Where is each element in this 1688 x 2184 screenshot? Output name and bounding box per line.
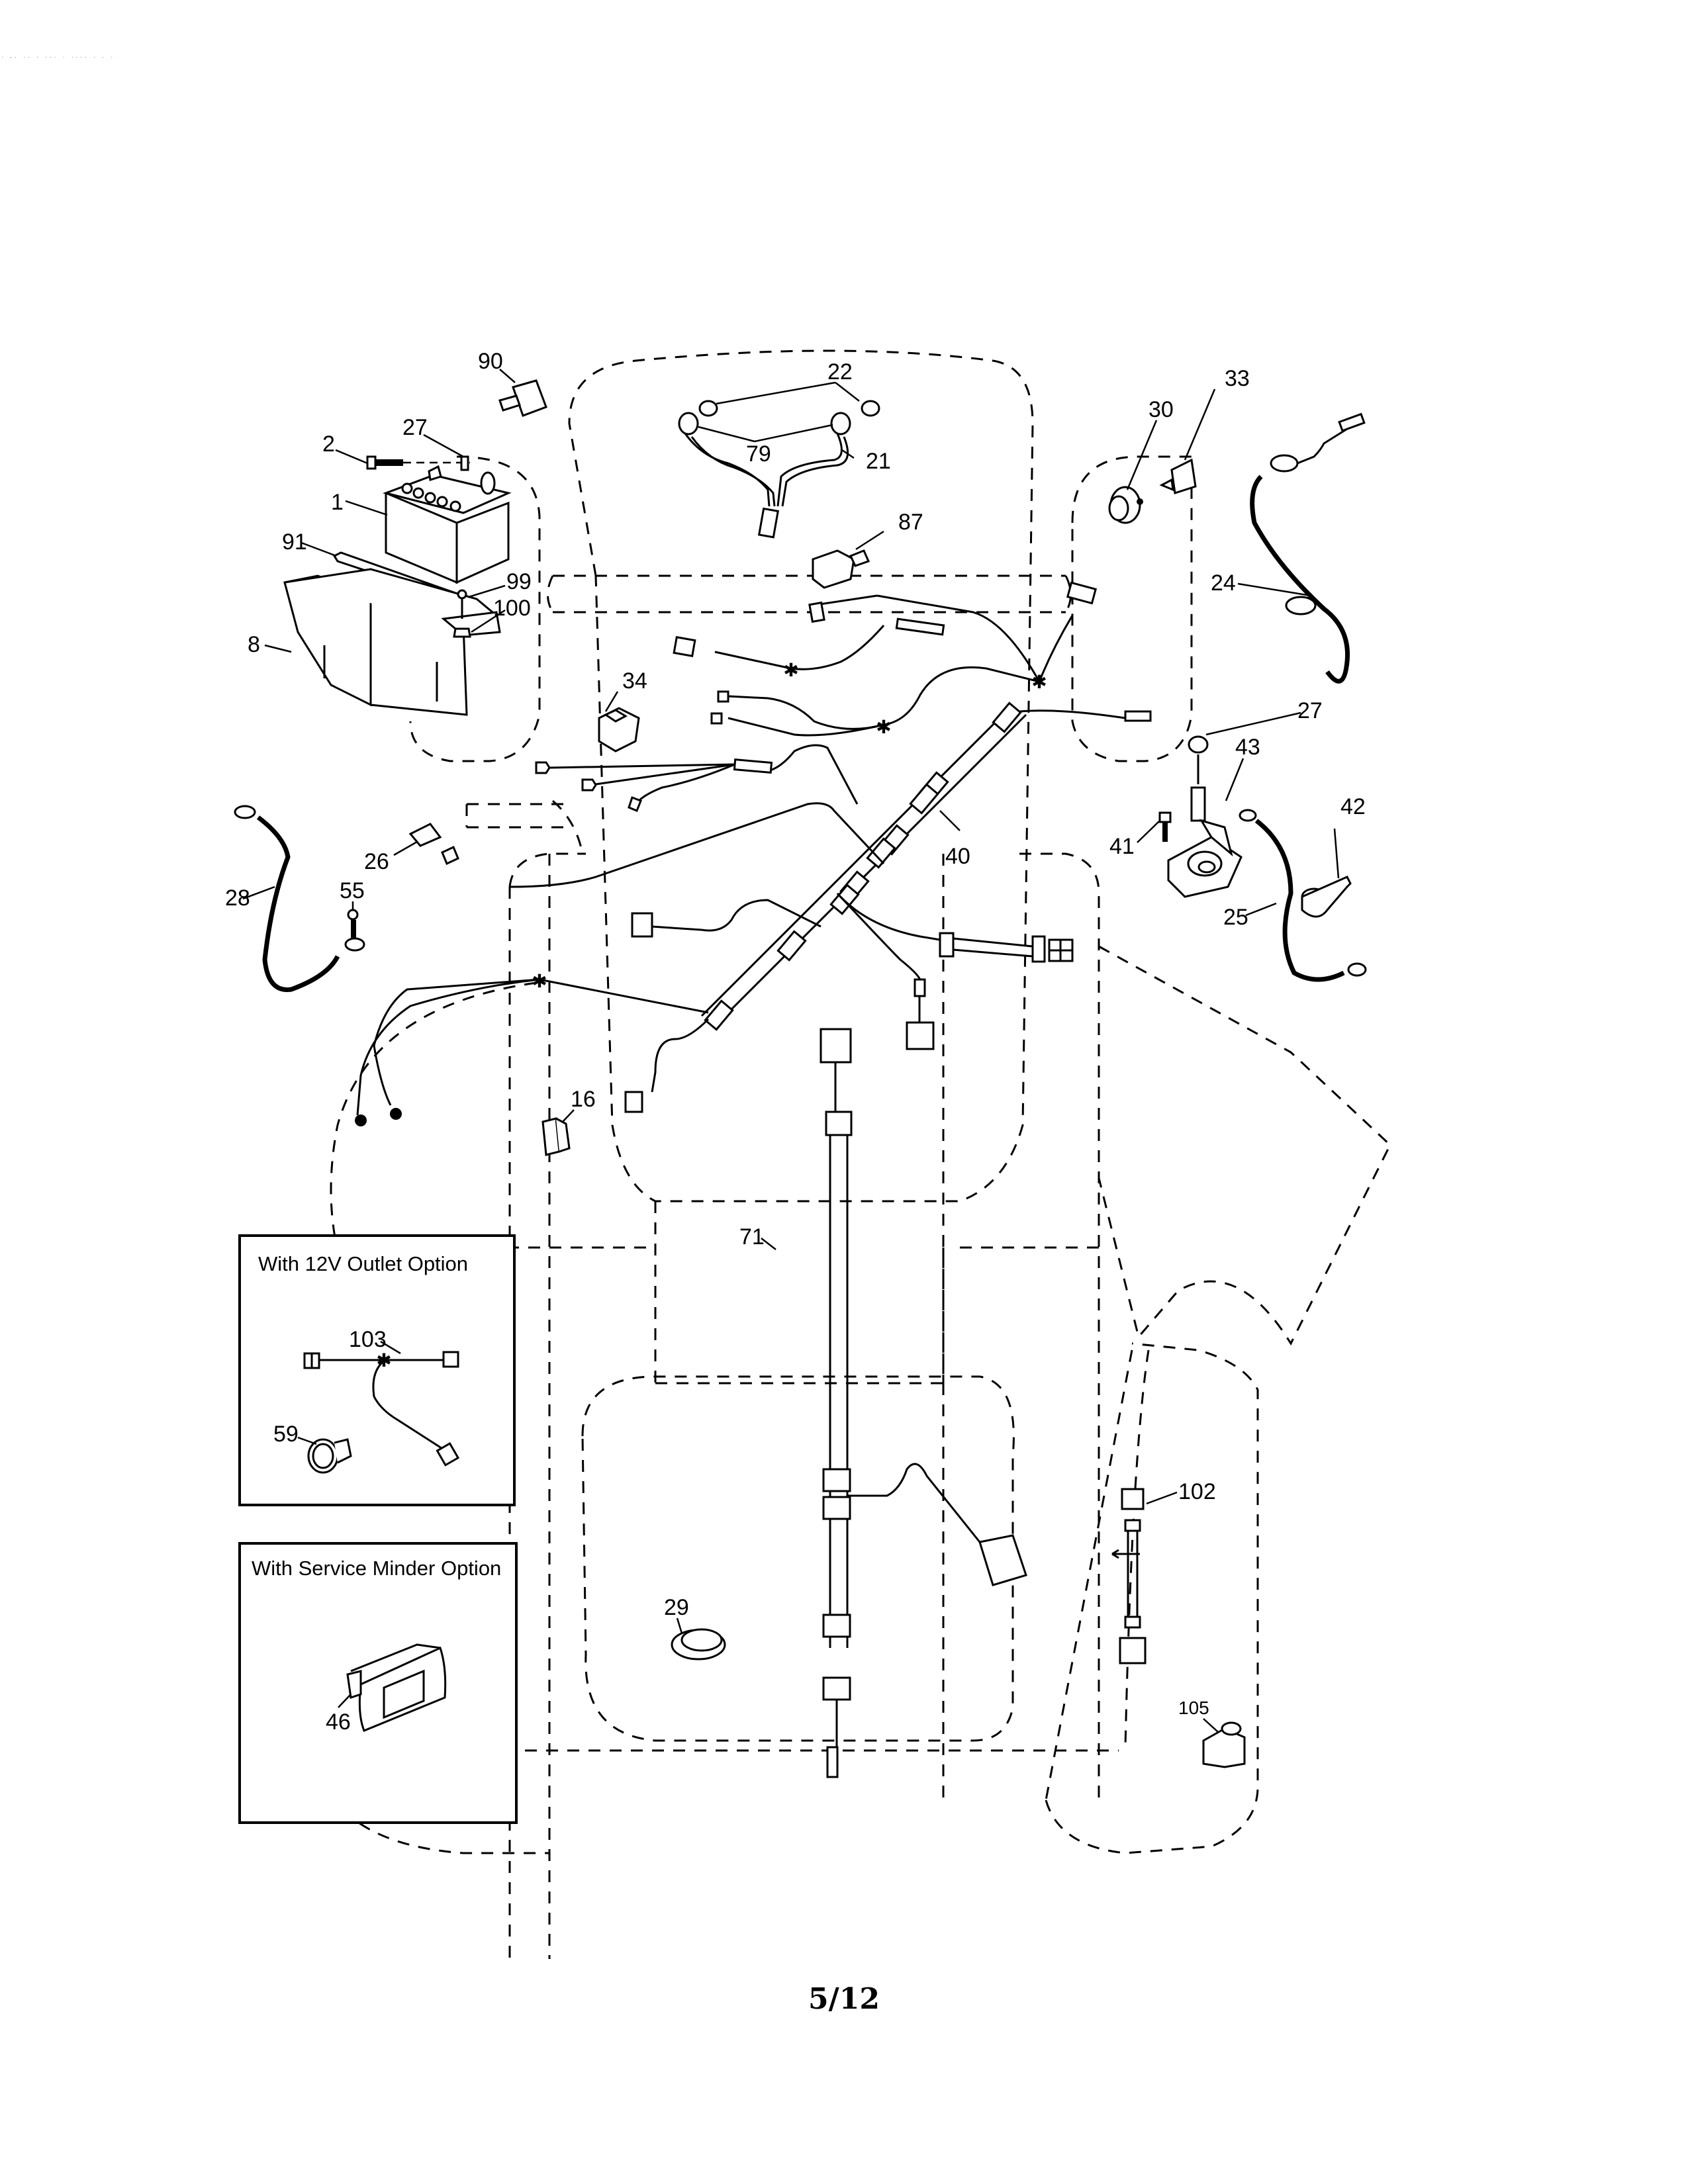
part-59-12v-outlet[interactable]: [307, 1438, 352, 1474]
callout-labels: 90 2 27 1 91 8 99 100 22 79 21 87 30 33 …: [225, 349, 1366, 1735]
callout-27-battery[interactable]: 27: [402, 415, 428, 440]
inset-title-service-minder: With Service Minder Option: [252, 1557, 501, 1580]
callout-16[interactable]: 16: [571, 1087, 596, 1112]
svg-text:✱: ✱: [532, 971, 547, 991]
callout-99[interactable]: 99: [506, 569, 532, 594]
callout-79[interactable]: 79: [746, 441, 771, 467]
part-21-headlight-harness[interactable]: [684, 433, 849, 539]
callout-8[interactable]: 8: [248, 632, 260, 657]
callout-90[interactable]: 90: [478, 349, 503, 374]
callout-30[interactable]: 30: [1149, 397, 1174, 422]
inset-12v-outlet: With 12V Outlet Option ✱: [238, 1234, 516, 1506]
part-100-nut[interactable]: [453, 627, 471, 638]
callout-24[interactable]: 24: [1211, 570, 1236, 596]
callout-21[interactable]: 21: [866, 449, 891, 474]
inset-title-12v: With 12V Outlet Option: [258, 1252, 468, 1275]
part-2-bolt[interactable]: [366, 455, 403, 470]
callout-100[interactable]: 100: [493, 596, 531, 621]
part-40-main-wire-harness[interactable]: ✱ ✱ ✱: [355, 581, 1152, 1126]
part-28-battery-cable[interactable]: [234, 805, 365, 992]
part-90-interlock-switch[interactable]: [498, 379, 547, 417]
part-8-battery-tray[interactable]: [283, 568, 501, 716]
callout-2[interactable]: 2: [322, 432, 335, 457]
page-number: 5/12: [808, 1982, 880, 2016]
callout-40[interactable]: 40: [945, 844, 970, 869]
part-34-light-switch[interactable]: [598, 707, 640, 752]
part-29-grommet[interactable]: [671, 1628, 726, 1661]
headlight-group: [678, 400, 880, 589]
callout-26[interactable]: 26: [364, 849, 389, 874]
scan-artifact: . ,. .. . ... . .... . . .: [1, 54, 115, 59]
callout-42[interactable]: 42: [1340, 794, 1366, 819]
part-26-fuse[interactable]: [408, 823, 459, 866]
part-25-battery-cable[interactable]: [1239, 809, 1367, 982]
part-30-ignition-switch[interactable]: [1108, 486, 1143, 524]
solenoid-group: [1158, 735, 1367, 982]
callout-22[interactable]: 22: [827, 359, 853, 385]
callout-43[interactable]: 43: [1235, 735, 1260, 760]
callout-103[interactable]: 103: [349, 1327, 387, 1352]
callout-102[interactable]: 102: [1178, 1479, 1216, 1504]
inset-service-minder: With Service Minder Option: [238, 1542, 518, 1824]
battery-group: [283, 379, 547, 716]
part-99-bolt[interactable]: [457, 589, 467, 619]
part-42-terminal-boot[interactable]: [1301, 876, 1352, 918]
callout-34[interactable]: 34: [622, 668, 647, 694]
callout-33[interactable]: 33: [1225, 366, 1250, 391]
callout-41[interactable]: 41: [1109, 834, 1135, 859]
callout-105[interactable]: 105: [1178, 1698, 1209, 1718]
part-87-interlock-switch[interactable]: [812, 549, 870, 589]
ignition-group: [1108, 412, 1366, 684]
part-105-seat-switch[interactable]: [1202, 1721, 1246, 1768]
callout-91[interactable]: 91: [282, 529, 307, 555]
part-24-ground-cable[interactable]: [1250, 412, 1366, 684]
callout-87[interactable]: 87: [898, 510, 923, 535]
part-103-12v-harness[interactable]: ✱: [303, 1350, 460, 1467]
callout-46[interactable]: 46: [326, 1709, 351, 1735]
callout-71[interactable]: 71: [739, 1224, 765, 1250]
callout-1[interactable]: 1: [331, 490, 344, 515]
callout-29[interactable]: 29: [664, 1595, 689, 1620]
callout-28[interactable]: 28: [225, 886, 250, 911]
callout-55[interactable]: 55: [340, 878, 365, 903]
part-43-solenoid[interactable]: [1167, 786, 1243, 898]
part-46-service-minder[interactable]: [346, 1643, 447, 1732]
part-1-battery[interactable]: [383, 465, 512, 584]
callout-25[interactable]: 25: [1223, 905, 1248, 930]
part-27-nut[interactable]: [460, 455, 469, 471]
part-16-relay[interactable]: [541, 1117, 571, 1156]
part-71-rear-wire-harness[interactable]: [820, 1028, 1027, 1778]
callout-27-solenoid[interactable]: 27: [1297, 698, 1323, 723]
leader-lines: [242, 369, 1340, 1733]
callout-59[interactable]: 59: [273, 1422, 299, 1447]
part-27-nut[interactable]: [1188, 735, 1209, 754]
part-41-bolt[interactable]: [1158, 811, 1172, 842]
svg-text:✱: ✱: [876, 717, 891, 737]
part-33-key[interactable]: [1159, 458, 1197, 494]
part-79-headlight-socket[interactable]: [678, 412, 851, 435]
part-55-screw[interactable]: [347, 909, 359, 938]
part-102-harness-extension[interactable]: [1111, 1488, 1147, 1664]
svg-text:✱: ✱: [1031, 672, 1047, 692]
svg-text:✱: ✱: [783, 660, 798, 680]
part-22-bulb[interactable]: [698, 400, 880, 417]
